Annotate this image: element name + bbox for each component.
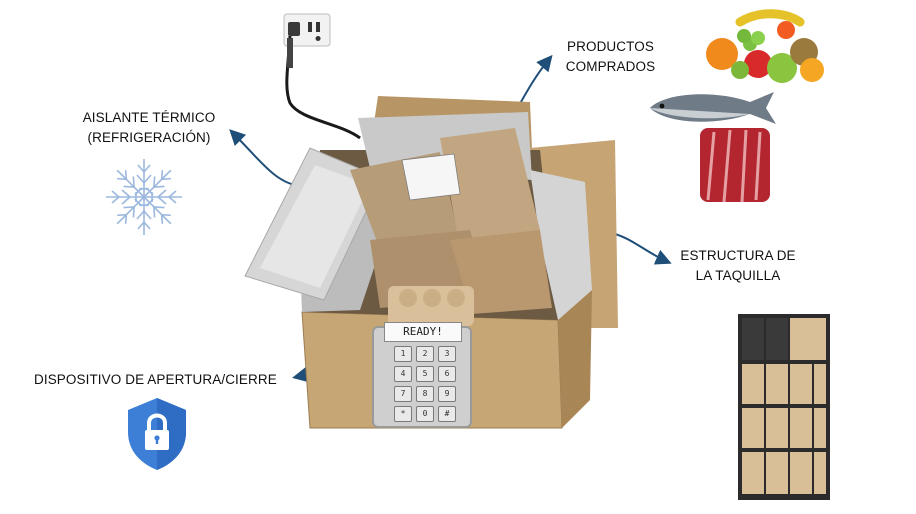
box-image (244, 96, 618, 429)
estructura-label-line2: LA TAQUILLA (695, 268, 781, 283)
key-9[interactable]: 9 (438, 386, 456, 402)
estructura-label: ESTRUCTURA DE LA TAQUILLA (672, 246, 804, 286)
key-3[interactable]: 3 (438, 346, 456, 362)
dispositivo-label: DISPOSITIVO DE APERTURA/CIERRE (34, 372, 277, 387)
keypad-grid: 1 2 3 4 5 6 7 8 9 * 0 # (394, 346, 456, 422)
key-star[interactable]: * (394, 406, 412, 422)
productos-label-line1: PRODUCTOS (567, 39, 654, 54)
key-hash[interactable]: # (438, 406, 456, 422)
key-1[interactable]: 1 (394, 346, 412, 362)
productos-label: PRODUCTOS COMPRADOS (553, 37, 668, 77)
snowflake-icon (105, 159, 183, 236)
key-6[interactable]: 6 (438, 366, 456, 382)
key-2[interactable]: 2 (416, 346, 434, 362)
fish-image (650, 92, 776, 124)
ready-sign: READY! (384, 322, 462, 342)
aislante-label: AISLANTE TÉRMICO (REFRIGERACIÓN) (74, 108, 224, 148)
meat-image (700, 128, 770, 203)
productos-label-line2: COMPRADOS (565, 59, 656, 74)
keypad: READY! 1 2 3 4 5 6 7 8 9 * 0 # (372, 322, 472, 428)
shield-lock-icon (128, 398, 186, 470)
key-8[interactable]: 8 (416, 386, 434, 402)
estructura-label-line1: ESTRUCTURA DE (680, 248, 796, 263)
key-0[interactable]: 0 (416, 406, 434, 422)
key-5[interactable]: 5 (416, 366, 434, 382)
key-4[interactable]: 4 (394, 366, 412, 382)
key-7[interactable]: 7 (394, 386, 412, 402)
locker-image (738, 314, 830, 500)
aislante-label-line2: (REFRIGERACIÓN) (87, 130, 211, 145)
power-outlet-icon (283, 13, 361, 140)
aislante-label-line1: AISLANTE TÉRMICO (82, 110, 216, 125)
fruits-image (706, 9, 824, 83)
